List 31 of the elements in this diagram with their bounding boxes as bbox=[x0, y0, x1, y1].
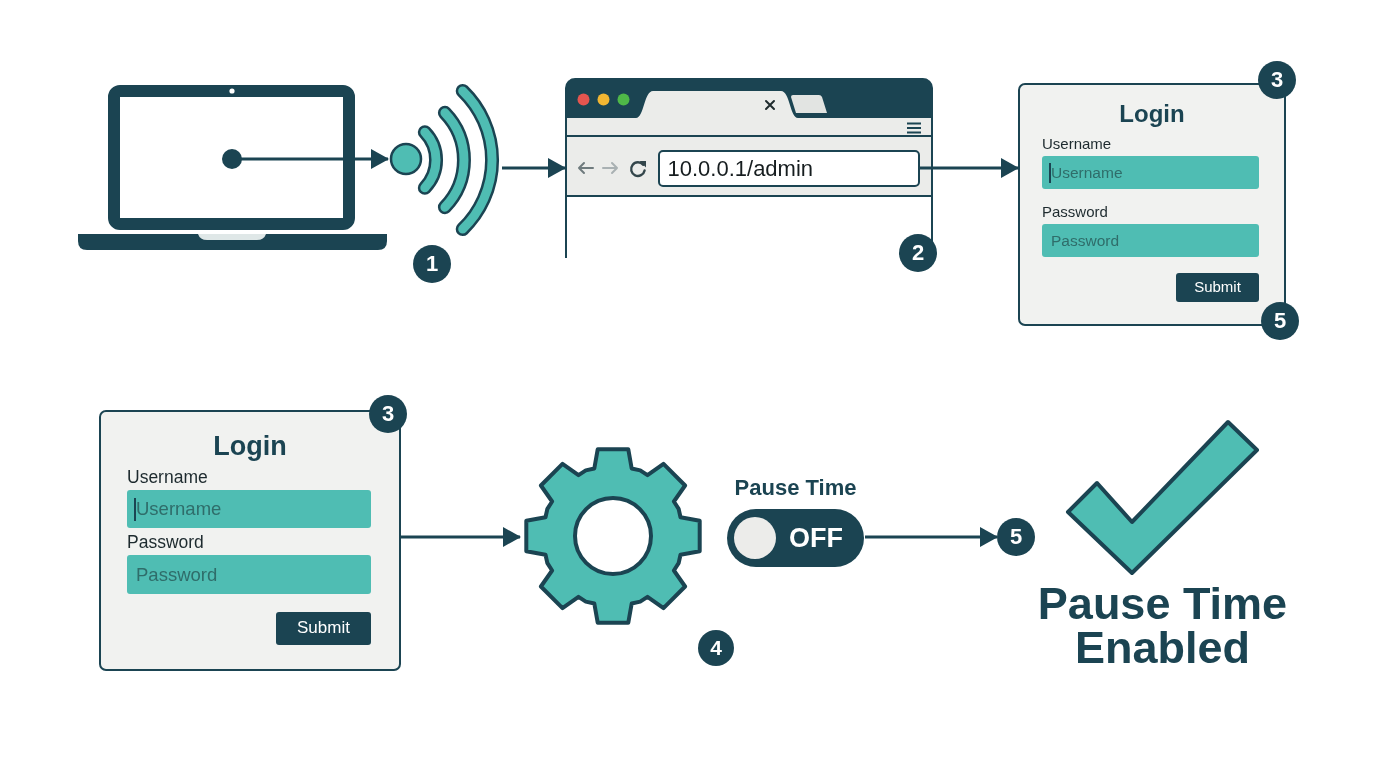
callout-number: 4 bbox=[698, 630, 734, 666]
browser-window bbox=[565, 78, 933, 258]
field-label: Password bbox=[1042, 204, 1108, 219]
arrow bbox=[401, 527, 521, 547]
submit-button: Submit bbox=[1176, 273, 1259, 302]
callout-number: 5 bbox=[997, 518, 1035, 556]
input-field: Username bbox=[1042, 156, 1259, 189]
field-label: Password bbox=[127, 534, 204, 552]
field-label: Username bbox=[1042, 136, 1112, 151]
arrow bbox=[865, 527, 998, 547]
arrow bbox=[502, 158, 566, 178]
callout-number: 2 bbox=[899, 234, 937, 272]
laptop-icon bbox=[78, 84, 387, 251]
address-bar: 10.0.0.1/admin bbox=[657, 150, 920, 187]
form-title: Login bbox=[1119, 101, 1185, 126]
result-heading: Pause Time Enabled bbox=[1036, 582, 1289, 670]
field-label: Username bbox=[127, 469, 208, 487]
input-field: Password bbox=[127, 555, 371, 594]
arrow bbox=[355, 149, 389, 169]
toggle-switch: OFF bbox=[727, 509, 864, 567]
form-title: Login bbox=[213, 433, 287, 460]
toggle-label: Pause Time bbox=[734, 477, 857, 499]
input-field: Username bbox=[127, 490, 371, 528]
arrow bbox=[919, 158, 1019, 178]
callout-number: 3 bbox=[1258, 61, 1296, 99]
wifi-signal-icon bbox=[388, 82, 502, 238]
callout-number: 1 bbox=[413, 245, 451, 283]
submit-button: Submit bbox=[276, 612, 371, 645]
input-field: Password bbox=[1042, 224, 1259, 257]
callout-number: 3 bbox=[369, 395, 407, 433]
callout-number: 5 bbox=[1261, 302, 1299, 340]
